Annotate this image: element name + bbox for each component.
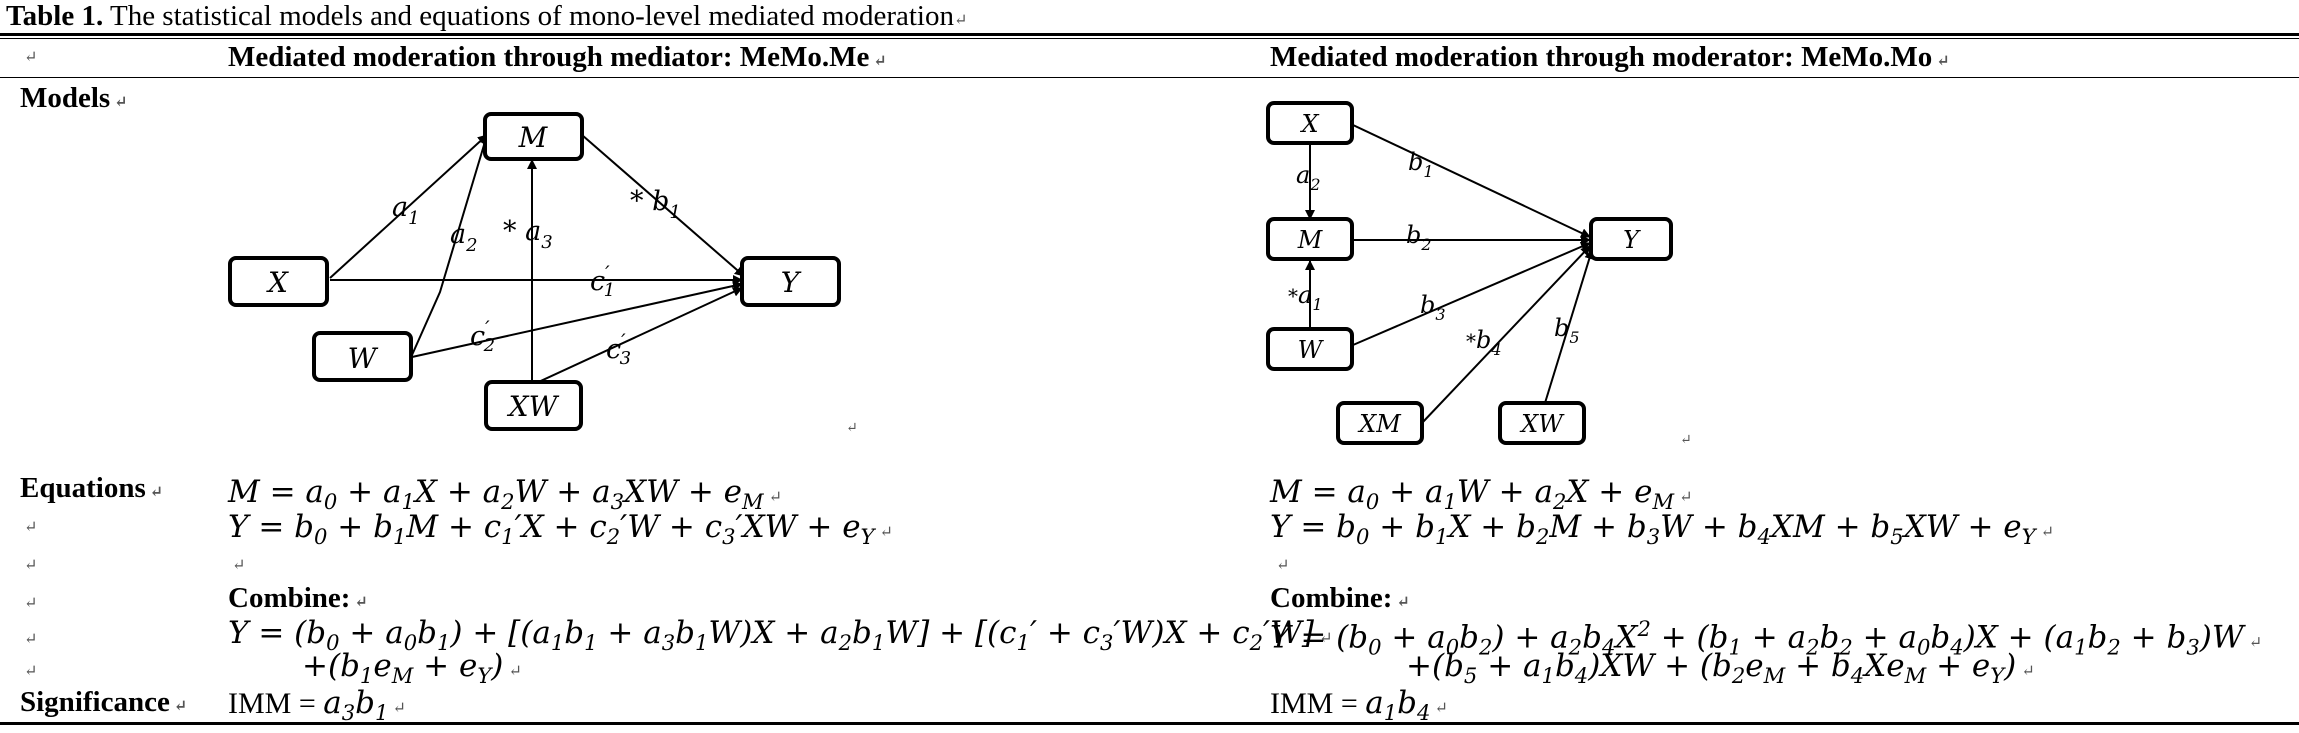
left-imm-label: IMM = [228,687,316,720]
left-node-W [312,331,413,382]
left-path-diagram: M X Y W XW a1 a2 * a3 * b1 c′1 c′2 c′3 ↵ [228,112,858,436]
right-combine-equation-1: Y = (b0 + a0b2) + a2b4X2 + (b1 + a2b2 + … [1270,616,2263,660]
svg-text:XW: XW [507,390,560,423]
path-c2 [411,281,743,358]
left-equation-m: M = a0 + a1X + a2W + a3XW + eM ↵ [228,474,783,515]
path-b1 [581,134,745,277]
svg-text:M: M [518,121,549,154]
left-equation-y: Y = b0 + b1M + c1′X + c2′W + c3′XW + eY … [228,509,893,550]
svg-text:XW: XW [1519,410,1565,438]
svg-text:c′2: c′2 [470,316,495,356]
svg-text:* a3: * a3 [503,216,553,253]
row-label-equations: Equations ↵ [20,472,164,504]
svg-text:* b1: * b1 [630,186,681,223]
right-imm: IMM = a1b4 ↵ [1270,685,1448,726]
left-node-Y [740,256,841,307]
right-equation-m: M = a0 + a1W + a2X + eM ↵ [1270,474,1693,515]
bottom-rule [0,722,2299,725]
svg-text:↵: ↵ [1680,432,1692,448]
svg-text:a1: a1 [392,192,420,229]
svg-text:*a1: *a1 [1288,281,1323,314]
left-combine-equation-2: +(b1eM + eY) ↵ [302,648,522,689]
top-rule-thin [0,38,2299,39]
svg-text:b1: b1 [1408,148,1434,181]
right-combine-equation-2: +(b5 + a1b4)XW + (b2eM + b4XeM + eY) ↵ [1406,648,2035,689]
right-equation-y: Y = b0 + b1X + b2M + b3W + b4XM + b5XW +… [1270,509,2055,550]
row-label-models: Models ↵ [20,82,128,114]
left-combine-label: Combine: ↵ [228,582,368,614]
svg-text:W: W [1298,336,1325,364]
left-node-X [228,256,329,307]
svg-text:b5: b5 [1554,314,1580,347]
svg-text:X: X [266,266,289,299]
svg-text:a2: a2 [450,219,478,256]
path-a2 [411,134,490,356]
right-path-diagram: X M W Y XM XW a2 *a1 b1 b2 b3 *b4 b5 ↵ [1266,101,1692,448]
left-node-M [483,112,584,161]
svg-text:Y: Y [781,266,802,299]
caption-text: The statistical models and equations of … [103,0,954,32]
svg-text:*b4: *b4 [1466,326,1502,359]
caption-label: Table 1. [6,0,104,32]
svg-text:↵: ↵ [846,420,858,436]
left-imm: IMM = a3b1 ↵ [228,685,406,726]
left-node-XW [484,380,583,431]
svg-text:b3: b3 [1420,291,1446,324]
svg-text:M: M [1297,226,1324,254]
svg-text:a2: a2 [1296,161,1321,194]
svg-text:Y: Y [1623,226,1641,254]
svg-text:b2: b2 [1406,221,1432,254]
path-c3 [531,287,743,386]
left-column-header: Mediated moderation through mediator: Me… [228,41,887,73]
svg-text:c′1: c′1 [590,261,615,301]
header-rule [0,77,2299,78]
right-combine-label: Combine: ↵ [1270,582,1410,614]
right-imm-label: IMM = [1270,687,1358,720]
right-column-header: Mediated moderation through moderator: M… [1270,41,1950,73]
table-caption: Table 1. The statistical models and equa… [6,0,968,32]
svg-text:c′3: c′3 [606,329,631,369]
svg-text:XM: XM [1357,410,1402,438]
svg-text:X: X [1299,110,1319,138]
top-rule [0,33,2299,36]
left-combine-equation-1: Y = (b0 + a0b1) + [(a1b1 + a3b1W)X + a2b… [228,615,1333,656]
path-a1 [329,134,488,279]
svg-text:W: W [348,342,379,375]
row-label-significance: Significance ↵ [20,686,188,718]
